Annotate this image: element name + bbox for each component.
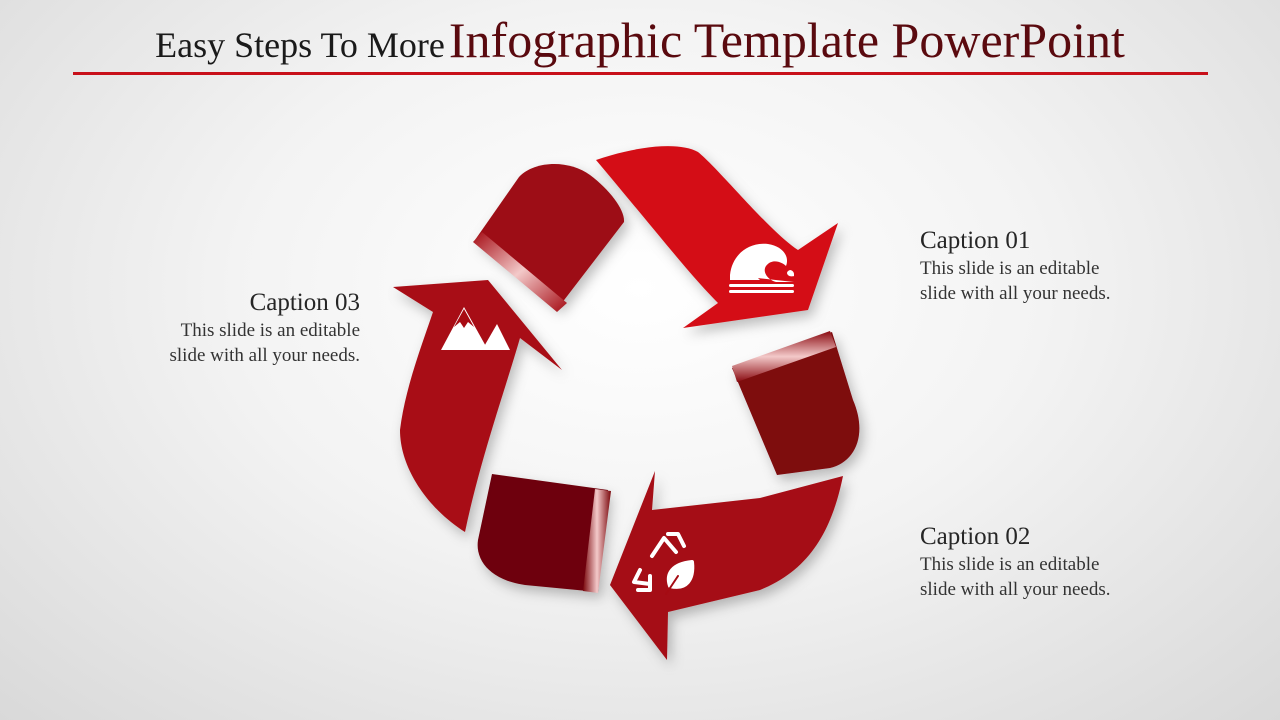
mountain-icon <box>441 307 510 350</box>
caption-02-heading: Caption 02 <box>920 523 1031 550</box>
caption-03-line2: slide with all your needs. <box>169 345 361 366</box>
arrow2-body <box>610 471 843 660</box>
recycle-leaf-icon <box>632 532 695 595</box>
arrow2-tail-segment <box>477 474 608 592</box>
title-underline <box>73 72 1208 75</box>
caption-01-line2: slide with all your needs. <box>920 283 1111 304</box>
arrow3-tail-band <box>473 232 567 312</box>
caption-01-heading: Caption 01 <box>920 227 1031 254</box>
title-main: Infographic Template PowerPoint <box>448 12 1125 68</box>
wave-icon <box>729 243 794 293</box>
slide-title: Easy Steps To More Infographic Template … <box>0 10 1280 83</box>
arrow2-tail-band <box>583 489 611 593</box>
caption-02-line1: This slide is an editable <box>920 554 1100 575</box>
caption-01-line1: This slide is an editable <box>920 258 1100 279</box>
caption-01: Caption 01 This slide is an editable sli… <box>920 226 1180 306</box>
arrow1-tail-band <box>732 331 836 382</box>
arrow1-body <box>596 146 838 328</box>
caption-03: Caption 03 This slide is an editable sli… <box>100 288 361 368</box>
arrow3-tail-segment <box>475 163 625 308</box>
title-prefix: Easy Steps To More <box>155 25 445 65</box>
caption-03-heading: Caption 03 <box>249 289 360 316</box>
caption-03-line1: This slide is an editable <box>180 320 360 341</box>
caption-02-line2: slide with all your needs. <box>920 579 1111 600</box>
caption-02: Caption 02 This slide is an editable sli… <box>920 522 1180 602</box>
arrow3-body <box>393 280 562 532</box>
